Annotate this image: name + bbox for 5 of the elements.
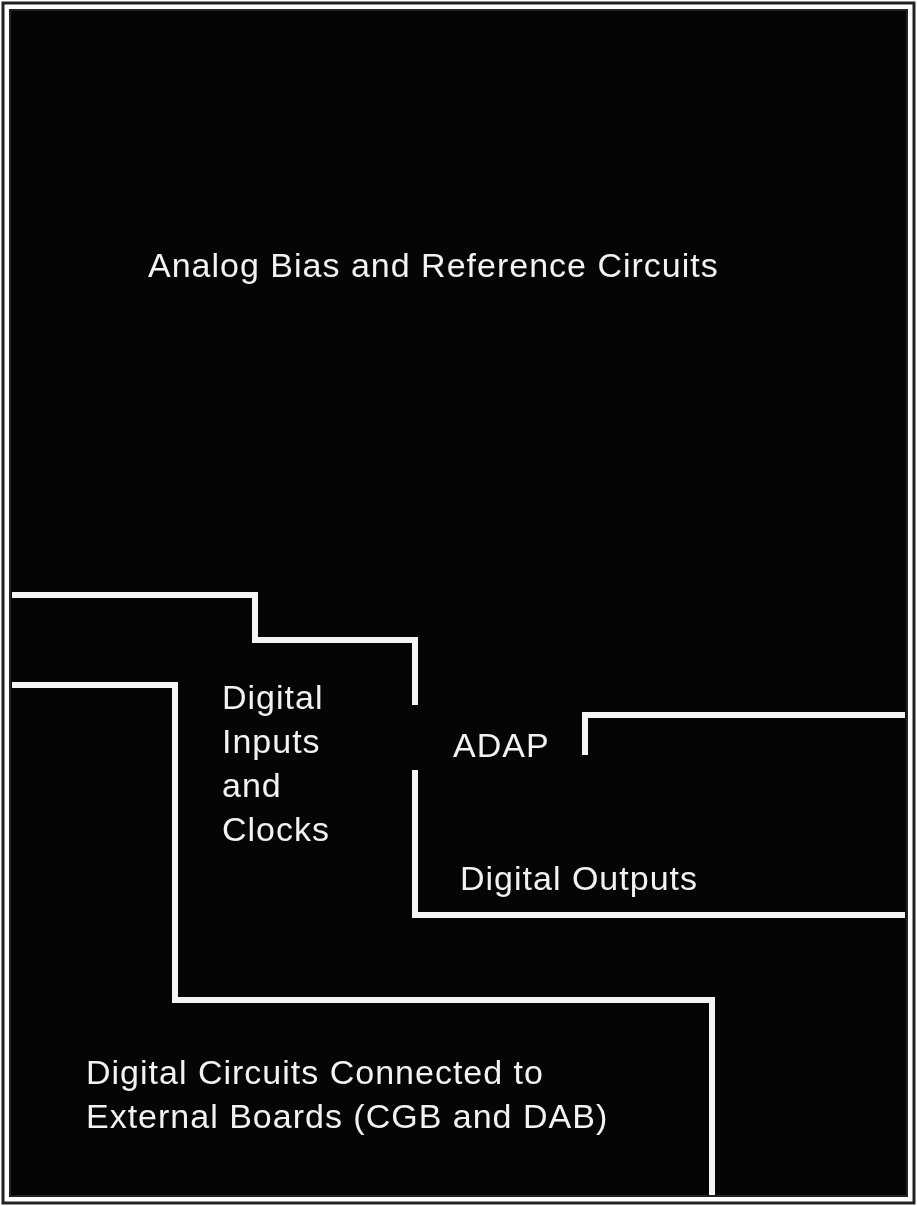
region-label: Digital Outputs — [460, 858, 699, 899]
region-label: Analog Bias and Reference Circuits — [148, 245, 720, 286]
region-label: Digital Circuits Connected to External Boards (CGB and DAB) — [86, 1052, 610, 1137]
region-label: Digital Inputs and Clocks — [222, 677, 332, 850]
region-label: ADAP — [453, 725, 551, 766]
